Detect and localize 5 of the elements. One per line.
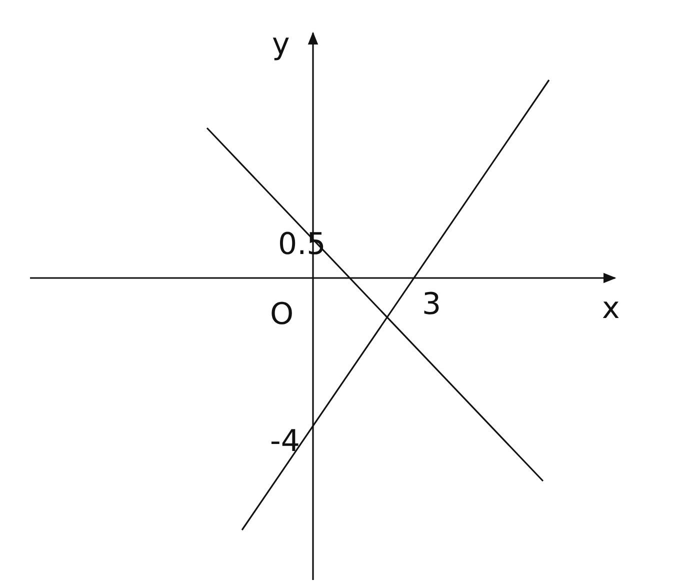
axis-label: x xyxy=(602,292,620,326)
tick-label: -4 xyxy=(270,425,300,459)
origin-label: O xyxy=(270,298,294,332)
tick-label: 3 xyxy=(422,288,442,322)
axis-label: y xyxy=(272,28,290,62)
